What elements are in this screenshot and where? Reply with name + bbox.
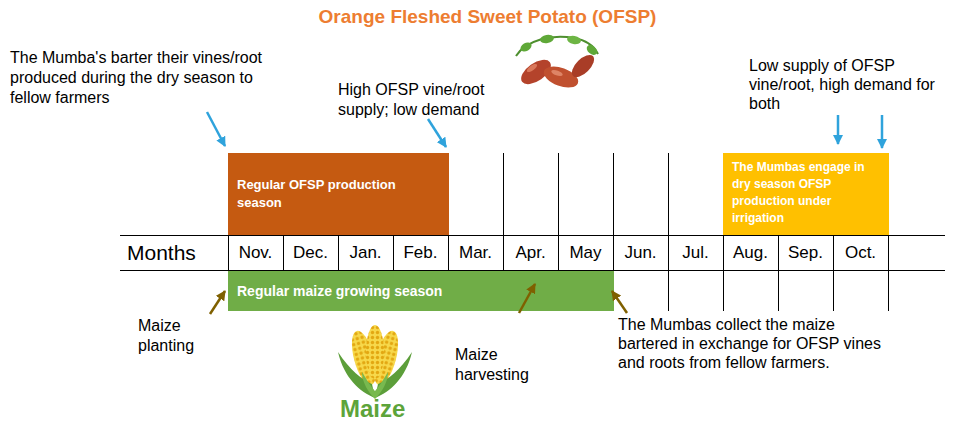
maize-husk <box>338 352 375 398</box>
band-label: The Mumbas engage in dry season OFSP pro… <box>732 159 879 227</box>
grid-line <box>120 235 945 236</box>
leaf <box>585 43 599 57</box>
tuber <box>517 55 555 89</box>
leader-arrow <box>837 115 840 144</box>
tuber-highlight <box>551 69 564 78</box>
illustration-caption: Maize <box>340 395 430 423</box>
vine <box>516 37 598 56</box>
leader-arrow <box>612 291 627 313</box>
month-label: Apr. <box>503 243 558 263</box>
month-label: Aug. <box>723 243 778 263</box>
month-label: Nov. <box>228 243 283 263</box>
month-label: Dec. <box>283 243 338 263</box>
band-label: Regular OFSP production season <box>237 176 422 212</box>
month-label: May <box>558 243 613 263</box>
season-band: Regular maize growing season <box>228 271 614 311</box>
maize-ear <box>369 328 403 387</box>
leader-arrow <box>210 291 225 314</box>
diagram-title: Orange Fleshed Sweet Potato (OFSP) <box>0 6 975 28</box>
callout-text: High OFSP vine/root supply; low demand <box>338 80 498 120</box>
maize-illustration <box>338 325 412 399</box>
sweet-potato-illustration <box>516 34 599 92</box>
season-band: Regular OFSP production season <box>228 153 449 235</box>
row-header: Months <box>127 240 227 265</box>
callout-arrows <box>207 112 882 148</box>
tuber <box>541 62 581 91</box>
month-grid <box>120 153 945 311</box>
leader-arrow <box>881 115 884 148</box>
leaf <box>519 41 533 54</box>
callout-text: The Mumba's barter their vines/root prod… <box>10 48 285 108</box>
month-label: Jan. <box>338 243 393 263</box>
maize-husk <box>375 352 412 398</box>
callout-text: Maize planting <box>138 316 218 356</box>
maize-ear <box>366 325 384 379</box>
leaf <box>566 35 581 45</box>
tuber <box>568 51 598 81</box>
maize-ear <box>347 328 381 387</box>
grid-line <box>668 153 669 311</box>
callout-text: Maize harvesting <box>455 345 550 385</box>
month-label: Oct. <box>833 243 888 263</box>
maize-husk <box>362 372 376 399</box>
band-label: Regular maize growing season <box>237 271 597 311</box>
maize-husk <box>374 372 388 399</box>
leaf <box>539 34 554 44</box>
callout-text: The Mumbas collect the maize bartered in… <box>618 315 890 372</box>
month-label: Jun. <box>613 243 668 263</box>
season-band: The Mumbas engage in dry season OFSP pro… <box>723 153 889 235</box>
month-label: Feb. <box>393 243 448 263</box>
callout-text: Low supply of OFSP vine/root, high deman… <box>749 56 949 113</box>
leader-arrow <box>207 112 225 146</box>
month-label: Sep. <box>778 243 833 263</box>
leader-arrow <box>428 119 446 147</box>
month-label: Mar. <box>448 243 503 263</box>
tuber-highlight <box>526 63 539 74</box>
month-label: Jul. <box>668 243 723 263</box>
